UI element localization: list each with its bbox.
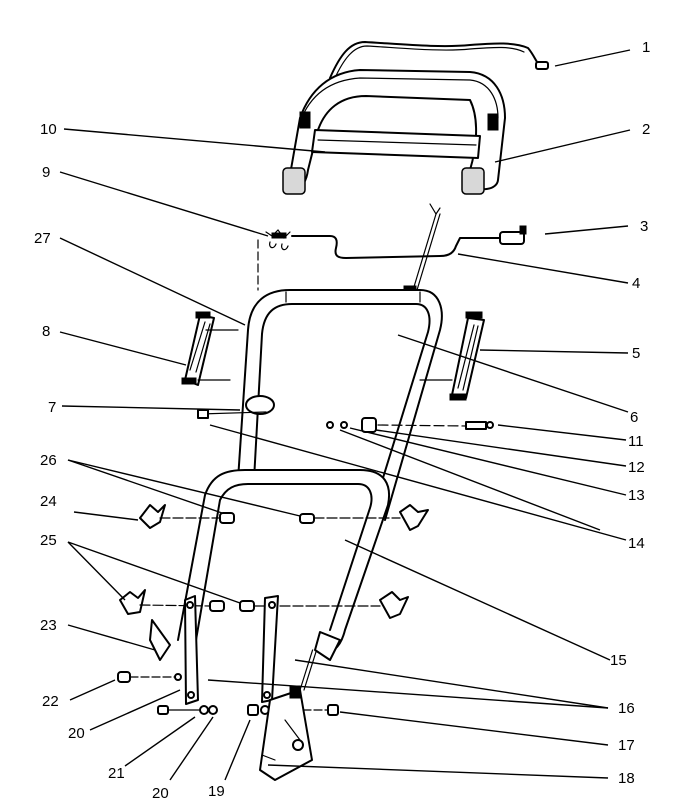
callout-25: 25 [40, 532, 57, 549]
callout-20b: 20 [152, 785, 169, 802]
callout-6: 6 [630, 409, 638, 426]
leader-lines [59, 49, 631, 781]
callout-10: 10 [40, 121, 57, 138]
callout-4: 4 [632, 275, 640, 292]
callout-19: 19 [208, 783, 225, 800]
callout-26: 26 [40, 452, 57, 469]
callout-11: 11 [628, 433, 644, 450]
callout-7: 7 [48, 399, 56, 416]
part-cable-end [429, 203, 527, 245]
part-upper-handle [282, 69, 506, 195]
callout-23: 23 [40, 617, 57, 634]
callout-9: 9 [42, 164, 50, 181]
callout-17: 17 [618, 737, 635, 754]
callout-12: 12 [628, 459, 645, 476]
callout-14: 14 [628, 535, 645, 552]
callout-numbers: 1 2 3 4 5 6 7 8 9 10 11 12 13 14 15 16 1… [34, 39, 650, 802]
callout-24: 24 [40, 493, 57, 510]
part-deck-bracket [259, 685, 313, 781]
part-control-cable [329, 41, 549, 81]
part-bolt-set [326, 417, 494, 433]
part-lower-bolts [117, 671, 339, 716]
callout-20a: 20 [68, 725, 85, 742]
part-link-left [184, 595, 199, 705]
callout-15: 15 [610, 652, 627, 669]
callout-2: 2 [642, 121, 650, 138]
callout-22: 22 [42, 693, 59, 710]
part-cable-guide [197, 395, 275, 419]
part-knob-bolt-lower [119, 589, 409, 619]
callout-13: 13 [628, 487, 645, 504]
part-left-bracket [181, 311, 239, 386]
part-knob-bolt-upper [139, 504, 429, 531]
part-clip-and-cable [257, 229, 501, 291]
callout-21: 21 [108, 765, 125, 782]
part-upper-handle-tube [237, 289, 443, 521]
callout-8: 8 [42, 323, 50, 340]
callout-18: 18 [618, 770, 635, 787]
callout-5: 5 [632, 345, 640, 362]
callout-1: 1 [642, 39, 650, 56]
callout-3: 3 [640, 218, 648, 235]
callout-27: 27 [34, 230, 51, 247]
part-link-right [261, 595, 279, 703]
callout-16: 16 [618, 700, 635, 717]
